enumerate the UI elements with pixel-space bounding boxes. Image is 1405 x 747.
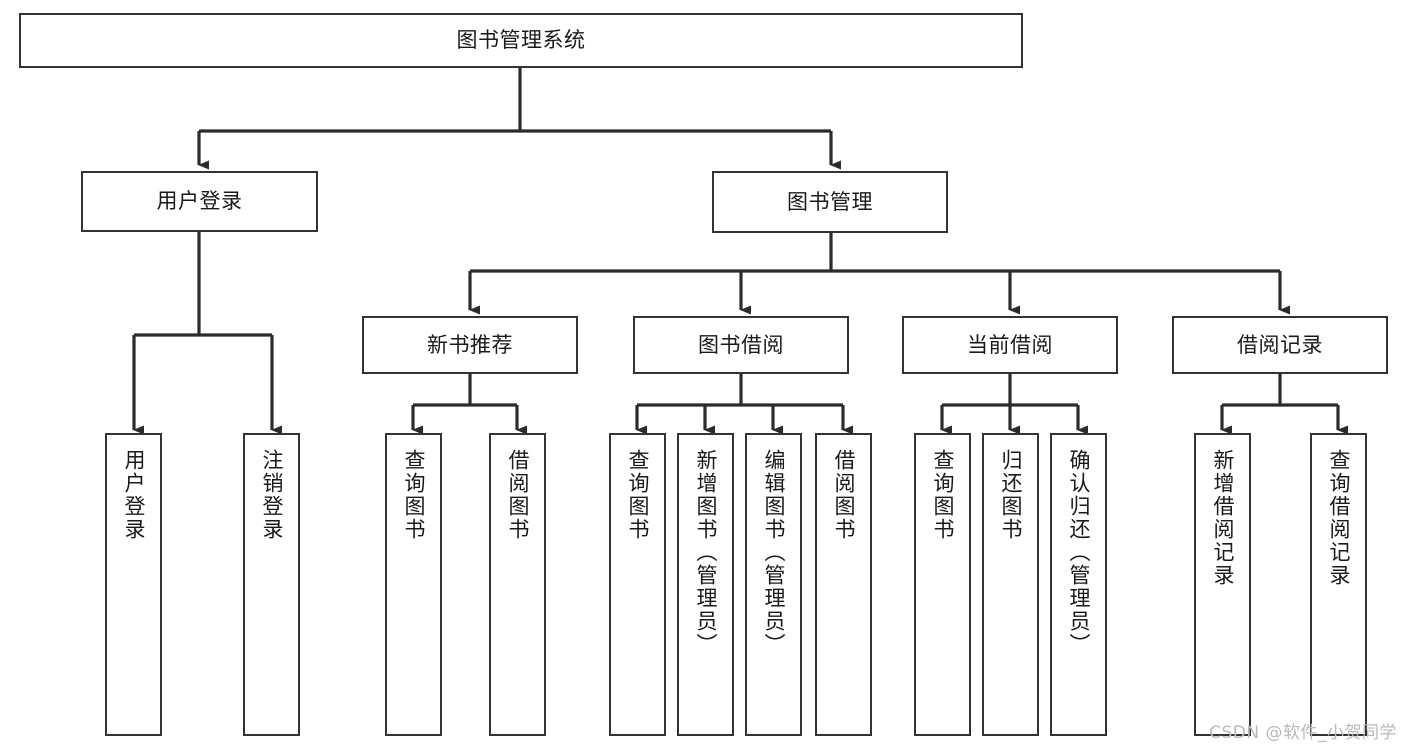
node-label: 查询借阅记录	[1327, 449, 1351, 587]
leaf-book-borrow-query-book[interactable]: 查询图书	[609, 433, 666, 736]
node-label: 当前借阅	[967, 332, 1053, 357]
node-label: 新书推荐	[427, 332, 513, 357]
node-root-system[interactable]: 图书管理系统	[19, 13, 1023, 68]
leaf-current-borrow-confirm-return-admin[interactable]: 确认归还（管理员）	[1050, 433, 1107, 736]
node-label: 查询图书	[931, 449, 955, 541]
node-label: 借阅图书	[506, 449, 530, 541]
leaf-book-borrow-edit-book-admin[interactable]: 编辑图书（管理员）	[745, 433, 802, 736]
node-label: 确认归还（管理员）	[1067, 449, 1091, 656]
node-label: 查询图书	[402, 449, 426, 541]
leaf-current-borrow-return-book[interactable]: 归还图书	[982, 433, 1039, 736]
leaf-new-book-borrow-book[interactable]: 借阅图书	[489, 433, 546, 736]
watermark-text: CSDN @软件_小贺同学	[1209, 723, 1397, 743]
node-label: 新增借阅记录	[1211, 449, 1235, 587]
node-label: 用户登录	[122, 449, 146, 541]
node-label: 用户登录	[156, 189, 243, 214]
leaf-current-borrow-query-book[interactable]: 查询图书	[914, 433, 971, 736]
node-label: 注销登录	[260, 449, 284, 541]
node-label: 编辑图书（管理员）	[762, 449, 786, 656]
node-label: 图书借阅	[698, 332, 784, 357]
node-label: 查询图书	[626, 449, 650, 541]
leaf-borrow-record-add-record[interactable]: 新增借阅记录	[1194, 433, 1251, 736]
node-user-login[interactable]: 用户登录	[81, 171, 318, 232]
node-book-borrow[interactable]: 图书借阅	[633, 316, 849, 374]
leaf-book-borrow-add-book-admin[interactable]: 新增图书（管理员）	[677, 433, 734, 736]
node-borrow-record[interactable]: 借阅记录	[1172, 316, 1388, 374]
node-label: 图书管理系统	[456, 28, 586, 53]
leaf-new-book-query-book[interactable]: 查询图书	[385, 433, 442, 736]
node-label: 新增图书（管理员）	[694, 449, 718, 656]
node-label: 归还图书	[999, 449, 1023, 541]
node-label: 图书管理	[787, 189, 873, 214]
node-new-book-recommend[interactable]: 新书推荐	[362, 316, 578, 374]
leaf-borrow-record-query-record[interactable]: 查询借阅记录	[1310, 433, 1367, 736]
leaf-book-borrow-borrow-book[interactable]: 借阅图书	[815, 433, 872, 736]
node-current-borrow[interactable]: 当前借阅	[902, 316, 1118, 374]
node-book-management[interactable]: 图书管理	[712, 171, 948, 233]
node-label: 借阅记录	[1237, 332, 1323, 357]
leaf-user-login-login[interactable]: 用户登录	[105, 433, 162, 736]
node-label: 借阅图书	[832, 449, 856, 541]
leaf-user-login-logout[interactable]: 注销登录	[243, 433, 300, 736]
